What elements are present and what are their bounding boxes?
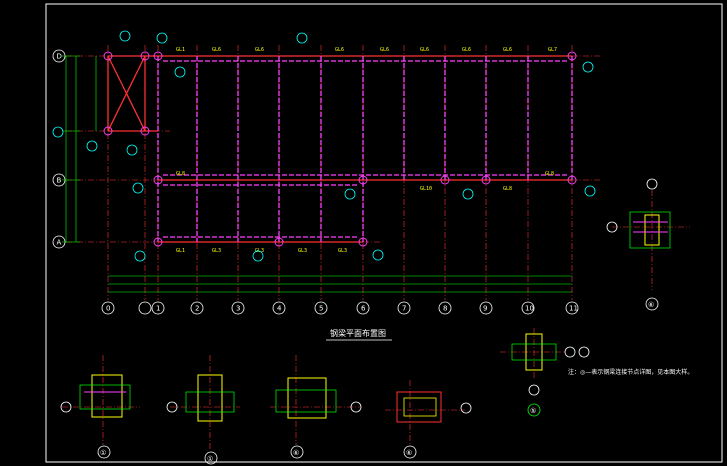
detail-6a: ⑥ [270,355,362,459]
plan-beam-tags: GL1 GL6 GL6 GL6 GL6 GL6 GL6 GL6 GL7 GL8 … [176,47,557,254]
bottom-dimensions [108,275,572,293]
detail-label: ⑥ [293,449,299,457]
plan-note: 注：◎—表示钢梁连接节点详图，见本图大样。 [568,368,693,376]
left-dimensions [62,55,97,243]
beam-tag: GL3 [338,248,347,254]
beam-tag: GL6 [420,47,429,53]
plan-title: 钢梁平面布置图 [330,328,386,338]
column-axis-bubbles: 0 1 2 3 4 5 6 7 8 9 10 11 [101,301,579,315]
beam-tag: GL8 [545,171,554,177]
drawing-frame [45,3,723,463]
detail-label: ① [207,455,213,463]
plan-nodes [103,51,577,247]
detail-1b: ① [166,355,240,465]
beam-tag: GL7 [548,47,557,53]
detail-label: ⑥ [648,301,654,309]
beam-tag: GL8 [503,186,512,192]
beam-tag: GL1 [176,248,185,254]
beam-tag: GL6 [380,47,389,53]
row-axis-bubbles: D B A [52,49,66,249]
beam-tag: GL10 [420,186,432,192]
detail-1a: ① [60,355,140,459]
column-axis-label: 9 [483,305,487,313]
detail-c: ⑤ [500,328,590,417]
detail-6b: ⑥ [385,380,472,459]
row-axis-label: D [57,53,62,61]
column-axis-label: 10 [525,305,534,313]
beam-tag: GL3 [298,248,307,254]
row-axis-label: A [57,239,62,247]
column-axis-label: 2 [195,305,199,313]
plan-callouts [52,30,596,262]
column-axis-label: 11 [569,305,578,313]
column-axis-label: 1 [156,305,160,313]
detail-label: ⑤ [530,407,536,415]
detail-label: ① [100,449,106,457]
column-axis-label: 4 [277,305,282,313]
beam-tag: GL6 [503,47,512,53]
column-axis-label: 7 [402,305,406,313]
column-axis-label: 5 [319,305,323,313]
beam-tag: GL8 [176,171,185,177]
column-axis-label: 3 [236,305,240,313]
detail-label: ⑥ [406,449,412,457]
beam-tag: GL1 [176,47,185,53]
plan-beams-magenta [157,56,573,242]
detail-right: ⑥ [606,178,690,311]
column-axis-label: 0 [106,305,110,313]
beam-tag: GL6 [335,47,344,53]
column-axis-label: 6 [361,305,366,313]
row-axis-label: B [57,177,62,185]
beam-tag: GL3 [212,248,221,254]
plan-grid [66,45,600,300]
beam-tag: GL6 [255,47,264,53]
beam-tag: GL6 [462,47,471,53]
plan-beams-red [107,55,572,243]
column-axis-label: 8 [443,305,447,313]
beam-tag: GL6 [212,47,221,53]
